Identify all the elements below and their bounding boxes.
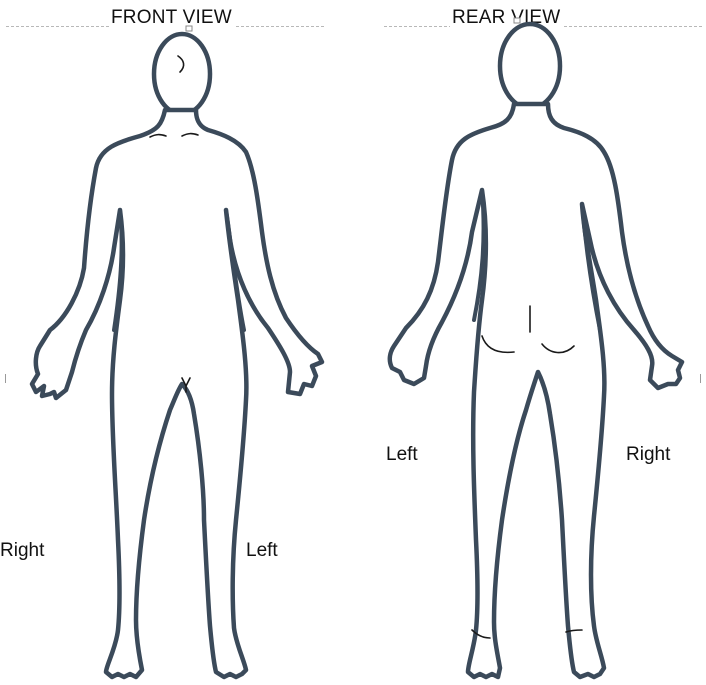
rear-head [500,24,560,108]
front-left-side-label: Left [246,540,278,562]
rear-body-outline [390,24,682,677]
rear-body [390,104,682,677]
front-right-side-label: Right [0,540,44,562]
rear-left-side-label: Left [386,444,418,466]
rear-right-side-label: Right [626,444,670,466]
rear-head-handle [514,18,520,23]
